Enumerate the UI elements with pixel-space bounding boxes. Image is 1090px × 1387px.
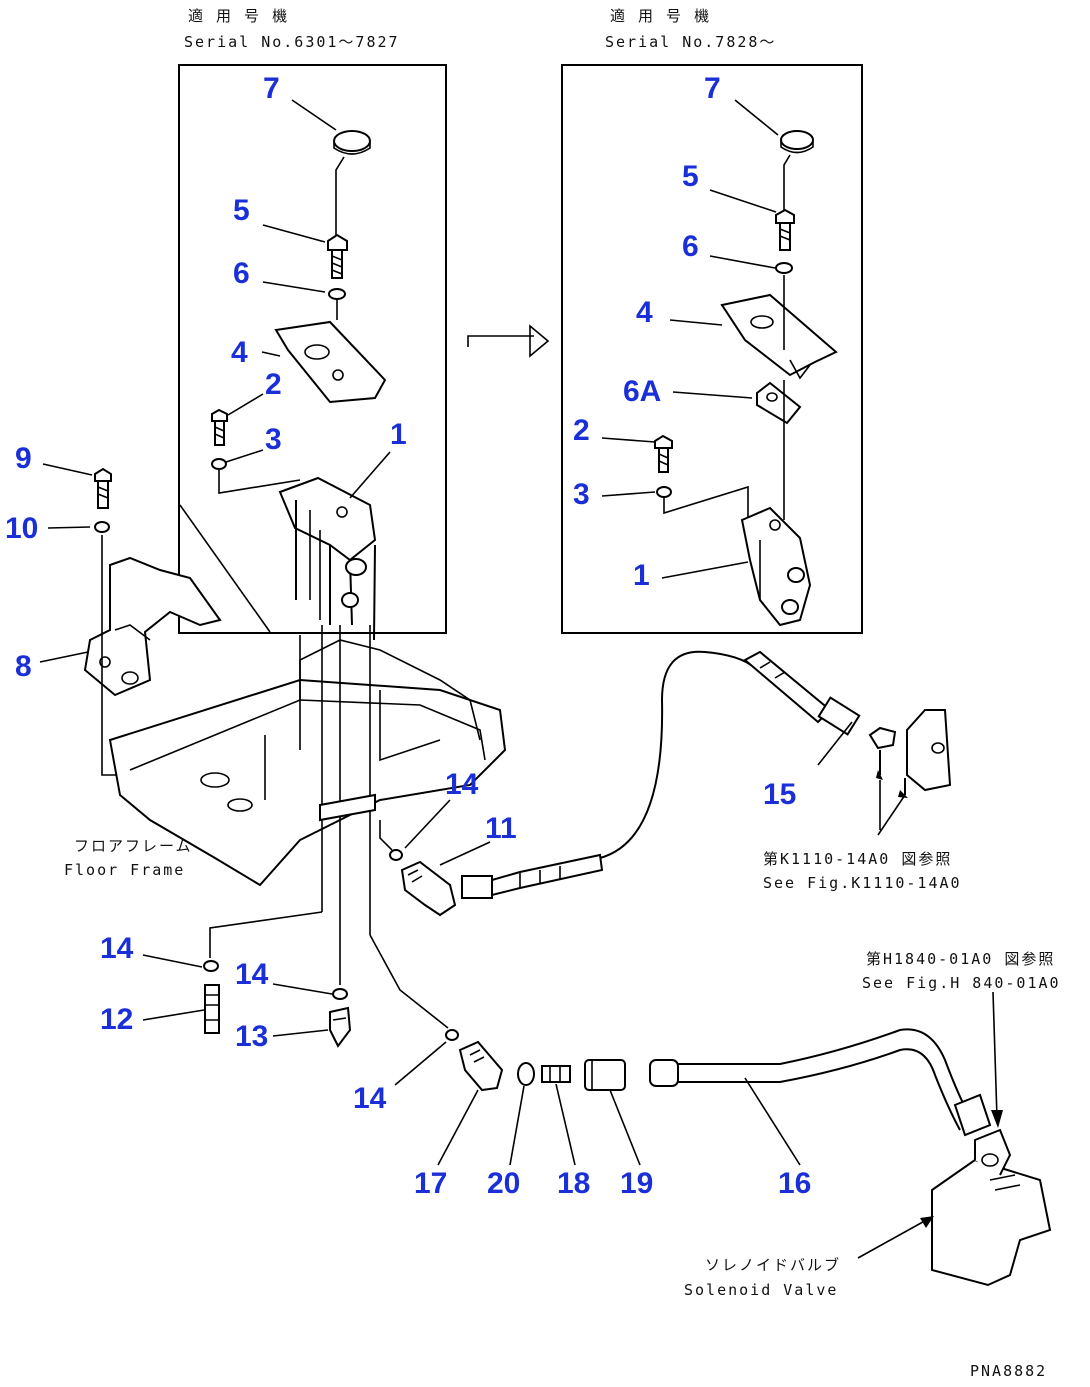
callout-14-a: 14 (445, 768, 479, 801)
callout-8: 8 (15, 650, 32, 683)
hose-15-fitting (743, 650, 861, 736)
callout-left-3: 3 (265, 423, 282, 456)
header-left-jp: 適 用 号 機 (188, 7, 289, 25)
callout-18: 18 (557, 1167, 590, 1200)
callout-16: 16 (778, 1167, 811, 1200)
callout-14-c: 14 (235, 958, 269, 991)
callout-19: 19 (620, 1167, 653, 1200)
lever-bar (299, 625, 376, 985)
callout-right-6a: 6A (623, 375, 661, 408)
callout-leaders (39, 99, 853, 1166)
washer-10 (94, 521, 110, 533)
bolt-right-5 (775, 208, 795, 251)
callout-15: 15 (763, 778, 796, 811)
line-to-14-d (369, 934, 449, 1029)
header-right-en: Serial No.7828～ (605, 33, 776, 51)
line-to-14-b (209, 911, 323, 958)
bolt-left-2 (211, 408, 228, 446)
cap-right (780, 130, 814, 210)
o-ring-14-a (389, 849, 403, 861)
callout-left-6: 6 (233, 257, 250, 290)
callout-14-d: 14 (353, 1082, 387, 1115)
callout-right-6: 6 (682, 230, 699, 263)
transition-arrow (467, 324, 550, 358)
drawing-code: PNA8882 (970, 1362, 1047, 1380)
solenoid-label-jp: ソレノイドバルブ (705, 1256, 841, 1274)
callout-17: 17 (414, 1167, 447, 1200)
hose-16 (649, 1028, 992, 1137)
leader-14-a-axis (379, 820, 393, 851)
callout-14-b: 14 (100, 932, 134, 965)
see-fig-2-jp: 第H1840-01A0 図参照 (866, 950, 1055, 968)
see-fig-1-en: See Fig.K1110-14A0 (763, 874, 962, 892)
washer-right-6 (775, 262, 793, 274)
elbow-17 (458, 1040, 504, 1092)
valve-body-right (740, 380, 812, 627)
o-ring-14-c (332, 988, 348, 1000)
washer-right-3 (656, 486, 672, 498)
header-right-jp: 適 用 号 機 (610, 7, 711, 25)
arrowhead-solenoid (991, 1110, 1003, 1128)
hose-15 (599, 650, 756, 859)
o-ring-20 (517, 1062, 535, 1086)
callout-12: 12 (100, 1003, 133, 1036)
spacer-right-6a (756, 381, 802, 425)
bracket-8 (83, 556, 222, 697)
leader-right-3 (663, 485, 749, 520)
washer-left-3 (211, 458, 227, 470)
solenoid-label-en: Solenoid Valve (684, 1281, 838, 1299)
manifold-block (868, 709, 952, 836)
callout-right-1: 1 (633, 559, 650, 592)
o-ring-14-d (445, 1029, 459, 1041)
callout-13: 13 (235, 1020, 268, 1053)
callout-right-3: 3 (573, 478, 590, 511)
bracket-left-4 (274, 300, 387, 404)
detail-leader-line (179, 504, 271, 633)
solenoid-valve (931, 1128, 1052, 1287)
washer-left-6 (328, 288, 346, 300)
callout-left-7: 7 (263, 72, 280, 105)
header-left-en: Serial No.6301～7827 (184, 33, 400, 51)
coupling-19 (584, 1059, 626, 1091)
callout-left-4: 4 (231, 336, 248, 369)
valve-body-main (278, 476, 377, 641)
callout-10: 10 (5, 512, 38, 545)
connector-18 (541, 1065, 571, 1083)
bolt-left-5 (327, 233, 348, 279)
callout-right-2: 2 (573, 414, 590, 447)
hose-fitting-11 (461, 853, 604, 899)
cap-left (333, 130, 371, 235)
bolt-right-2 (654, 434, 673, 473)
leader-left-3 (218, 470, 301, 494)
callout-right-7: 7 (704, 72, 721, 105)
callout-right-4: 4 (636, 296, 653, 329)
callout-20: 20 (487, 1167, 520, 1200)
bolt-9 (94, 467, 112, 509)
detail-box-right (561, 64, 863, 634)
see-fig-2-en: See Fig.H 840-01A0 (862, 974, 1061, 992)
solenoid-reference-arrow (992, 991, 998, 1119)
bracket-right-4 (720, 275, 838, 380)
elbow-11 (400, 860, 457, 917)
floor-frame-label-jp: フロアフレーム (74, 837, 193, 855)
callout-left-2: 2 (265, 368, 282, 401)
callout-9: 9 (15, 442, 32, 475)
detail-box-left (178, 64, 447, 634)
adapter-12 (204, 984, 220, 1034)
solenoid-label-leader (857, 1217, 931, 1259)
see-fig-1-jp: 第K1110-14A0 図参照 (763, 850, 952, 868)
callout-left-5: 5 (233, 194, 250, 227)
floor-frame (108, 639, 507, 887)
floor-frame-label-en: Floor Frame (64, 861, 185, 879)
o-ring-14-b (203, 960, 219, 972)
callout-left-1: 1 (390, 418, 407, 451)
callout-right-5: 5 (682, 160, 699, 193)
callout-11: 11 (485, 812, 517, 845)
arrowhead-solenoid-label (920, 1216, 934, 1228)
adapter-13 (329, 1006, 352, 1048)
